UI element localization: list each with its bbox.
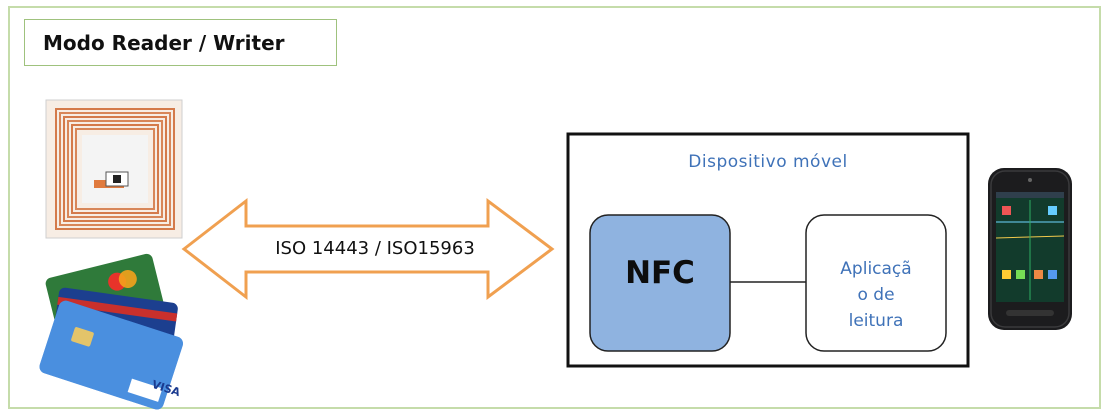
- arrow-label: ISO 14443 / ISO15963: [275, 238, 475, 259]
- app-label-line: Aplicaçã: [840, 259, 912, 279]
- diagram-frame: [8, 6, 1101, 409]
- rfid-tag-icon: [45, 99, 183, 239]
- iso-double-arrow: [181, 197, 555, 301]
- nfc-label: NFC: [625, 255, 695, 291]
- app-label-line: o de: [857, 285, 895, 305]
- nfc-block: [589, 214, 731, 352]
- diagram-title: Modo Reader / Writer: [43, 31, 285, 55]
- app-label: Aplicaçã o de leitura: [806, 256, 946, 334]
- device-label: Dispositivo móvel: [688, 152, 848, 172]
- app-block: [805, 214, 947, 352]
- credit-cards-icon: [39, 253, 183, 410]
- smartphone-icon: [988, 168, 1072, 330]
- app-label-line: leitura: [848, 311, 904, 331]
- title-box: Modo Reader / Writer: [24, 19, 337, 66]
